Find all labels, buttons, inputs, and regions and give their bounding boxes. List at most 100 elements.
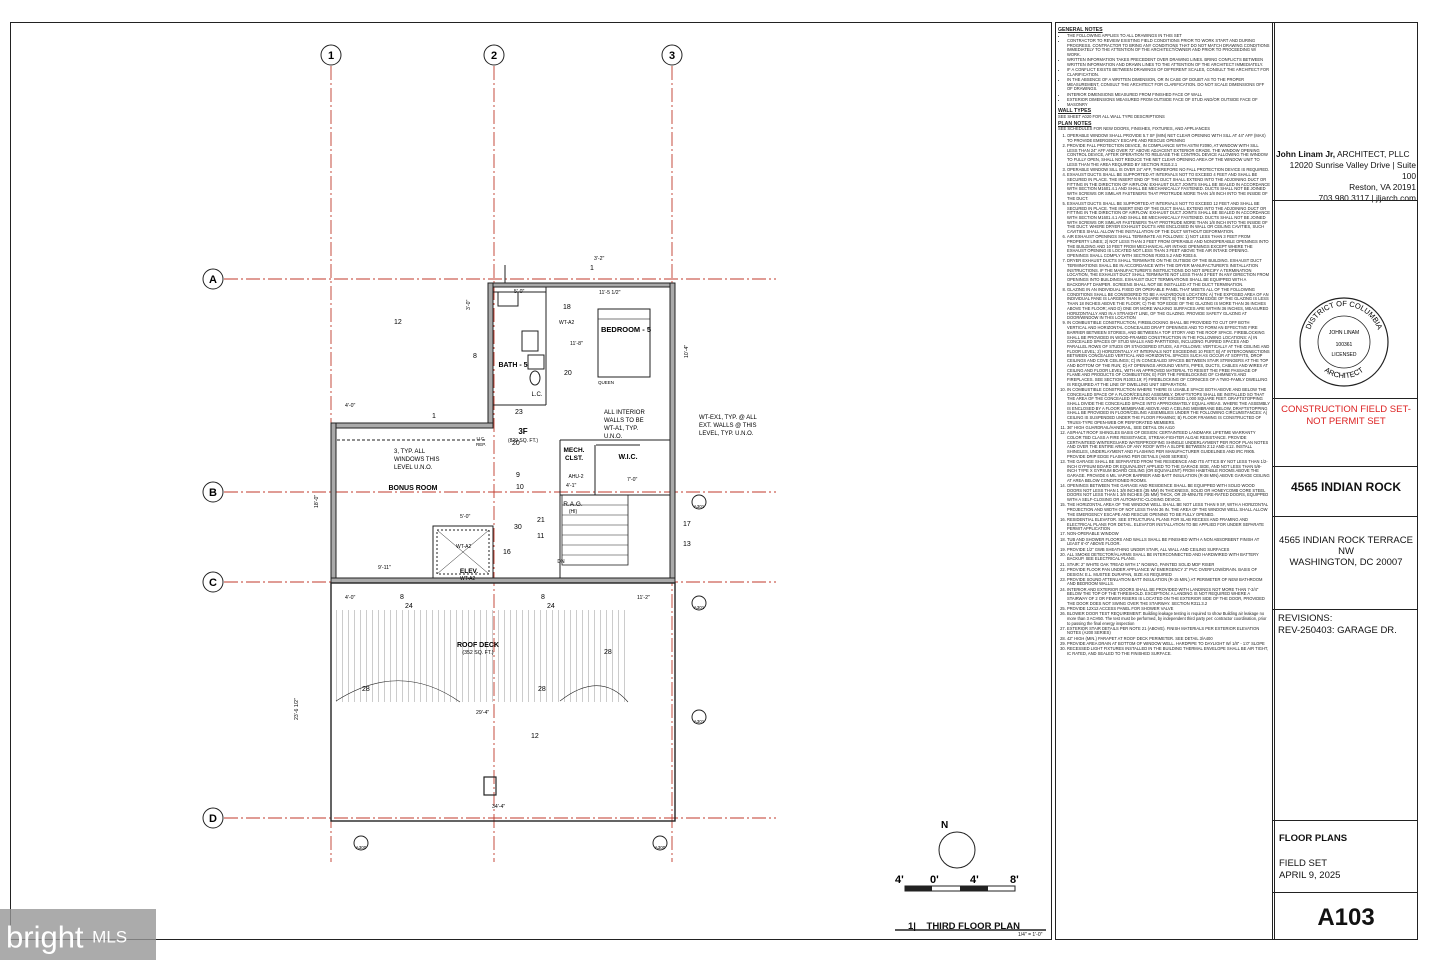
clst-label: CLST. — [565, 455, 583, 462]
interior-note-2: WALLS TO BE — [604, 418, 644, 424]
grid-bubble-col-1: 1 — [320, 44, 342, 66]
svg-text:A301: A301 — [694, 719, 705, 724]
general-note: IN THE ABSENCE OF A WRITTEN DIMENSION, O… — [1067, 77, 1270, 92]
revisions: REVISIONS: REV-250403: GARAGE DR. — [1278, 613, 1418, 637]
north-arrow-icon: N — [938, 820, 976, 869]
architect-block: John Linam Jr, ARCHITECT, PLLC 12020 Sun… — [1276, 149, 1416, 204]
tag-10: 10 — [516, 484, 524, 491]
project-address: 4565 INDIAN ROCK TERRACE NW WASHINGTON, … — [1279, 535, 1413, 568]
svg-text:2: 2 — [491, 50, 497, 62]
tag-8-c: 8 — [541, 594, 545, 601]
svg-text:A300: A300 — [655, 845, 666, 850]
dim-bed-h: 11'-8" — [570, 341, 583, 347]
plan-note: EXTERIOR STAIR DETAILS PER NOTE 21 (ABOV… — [1067, 626, 1270, 636]
set-info: FIELD SET APRIL 9, 2025 — [1279, 858, 1341, 881]
section-ref-4: A300 — [353, 835, 369, 851]
architect-name: John Linam Jr, — [1276, 149, 1336, 159]
plan-frame — [10, 22, 1052, 940]
plan-note: PROVIDE 1/2" GWB SHEATHING UNDER STAIR, … — [1067, 547, 1270, 553]
wall-type-tag-3: WT-A2 — [460, 576, 475, 582]
plan-title: 1| THIRD FLOOR PLAN — [908, 921, 1020, 932]
interior-note-4: U.N.O. — [604, 434, 623, 440]
plan-note: ALL SMOKE DETECTOR/ALARMS SHALL BE INTER… — [1067, 552, 1270, 562]
grid-bubble-col-2: 2 — [483, 44, 505, 66]
tag-21: 21 — [537, 517, 545, 524]
keynote-tags: 1 12 18 20 23 8 9 10 30 21 11 16 24 24 2… — [362, 265, 691, 740]
architect-suffix: ARCHITECT, PLLC — [1335, 149, 1410, 159]
dim-c-right: 11'-2" — [637, 595, 650, 601]
wall-type-tag-1: WT-A2 — [559, 320, 574, 326]
dim-top-b: 11'-5 1/2" — [599, 290, 621, 296]
plan-note: IN COMBUSTIBLE CONSTRUCTION, FIREBLOCKIN… — [1067, 321, 1270, 387]
roof-deck-label: ROOF DECK — [457, 642, 499, 649]
grid-bubble-row-c: C — [202, 571, 224, 593]
plan-scale: 1/4" = 1'-0" — [1018, 932, 1043, 938]
tag-28-a: 28 — [604, 649, 612, 656]
dim-mid-b: 9'-11" — [378, 565, 391, 571]
stair-down-label: DN — [557, 559, 565, 565]
roof-deck-area: (352 SQ. FT.) — [462, 650, 493, 656]
plan-note: TUB AND SHOWER FLOORS AND WALLS SHALL BE… — [1067, 537, 1270, 547]
rep-label: REP. — [476, 442, 486, 447]
sheet-title: FLOOR PLANS — [1279, 833, 1348, 844]
section-ref-1: A301 — [691, 494, 707, 510]
general-note: IF A CONFLICT EXISTS BETWEEN DRAWINGS OF… — [1067, 67, 1270, 77]
tag-24-a: 24 — [405, 603, 413, 610]
plan-note: PROVIDE AREA DRAIN AT BOTTOM OF WINDOW W… — [1067, 641, 1270, 647]
level-label: 3F — [518, 427, 527, 436]
tag-30: 30 — [514, 524, 522, 531]
tag-13: 13 — [683, 541, 691, 548]
plan-note: EXHAUST DUCTS SHALL BE SUPPORTED AT INTE… — [1067, 172, 1270, 201]
general-note: EXTERIOR DIMENSIONS MEASURED FROM OUTSID… — [1067, 97, 1270, 107]
dim-bath-w: 5'-0" — [514, 289, 524, 295]
dim-wic: 7'-0" — [627, 477, 637, 483]
sheet-number: A103 — [1317, 904, 1375, 931]
plan-notes-list: OPERABLE WINDOW SHALL PROVIDE 5.7 SF (MI… — [1058, 133, 1270, 656]
interior-note-1: ALL INTERIOR — [604, 410, 645, 416]
tag-20: 20 — [564, 370, 572, 377]
plan-note: PROVIDE FLOOR PAN UNDER APPLIANCE W/ EME… — [1067, 567, 1270, 577]
svg-text:C: C — [209, 577, 217, 589]
grid-lines — [224, 66, 776, 862]
tag-16: 16 — [503, 549, 511, 556]
svg-text:B: B — [209, 487, 217, 499]
dim-top-a: 3'-2" — [594, 256, 604, 262]
windows-note-2: WINDOWS THIS — [394, 457, 440, 463]
bath-label: BATH - 5 — [498, 362, 527, 369]
windows-note-1: 3, TYP. ALL — [394, 449, 426, 455]
tag-8-b: 8 — [400, 594, 404, 601]
general-notes-list: THE FOLLOWING APPLIES TO ALL DRAWINGS IN… — [1058, 33, 1270, 108]
svg-text:A: A — [209, 274, 217, 286]
bonus-room-label: BONUS ROOM — [389, 485, 438, 492]
general-note: THE FOLLOWING APPLIES TO ALL DRAWINGS IN… — [1067, 33, 1270, 39]
plan-note: OPENINGS BETWEEN THE GARAGE AND RESIDENC… — [1067, 483, 1270, 503]
dim-bottom: 34'-4" — [492, 804, 505, 810]
svg-text:3: 3 — [669, 50, 675, 62]
section-ref-5: A300 — [652, 835, 668, 851]
plan-note: RECESSED LIGHT FIXTURES INSTALLED IN THE… — [1067, 646, 1270, 656]
svg-text:100361: 100361 — [1336, 342, 1353, 348]
plan-number: 1| — [908, 921, 916, 932]
wall-type-tag-2: WT-A2 — [456, 544, 471, 550]
dim-mid-a: 5'-0" — [460, 514, 470, 520]
bedroom-label: BEDROOM - 5 — [601, 325, 651, 334]
tag-11: 11 — [537, 533, 544, 540]
mech-label: MECH. — [564, 447, 585, 454]
plan-note: 36" HIGH GUARDRAIL/HANDRAIL, SEE DETAIL … — [1067, 425, 1270, 431]
tag-28-b: 28 — [362, 686, 370, 693]
plan-note: THE GARAGE SHALL BE SEPARATED FROM THE R… — [1067, 459, 1270, 484]
plan-note: DRYER EXHAUST DUCTS SHALL TERMINATE ON T… — [1067, 258, 1270, 287]
tag-23: 23 — [515, 409, 523, 416]
plan-notes-intro: SEE SCHEDULES FOR NEW DOORS, FINISHES, F… — [1058, 126, 1210, 132]
plan-note: BLOWER DOOR TEST REQUIREMENT: Building l… — [1067, 611, 1270, 626]
tag-9: 9 — [516, 472, 520, 479]
plan-note: GLAZING IN AN INDIVIDUAL FIXED OR OPERAB… — [1067, 287, 1270, 321]
interior-note-3: WT-A1, TYP. — [604, 426, 638, 432]
svg-text:A300: A300 — [356, 845, 367, 850]
plan-note: PROVIDE SOUND ATTENUATION BATT INSULATIO… — [1067, 577, 1270, 587]
plan-note: EXHAUST DUCTS SHALL BE SUPPORTED AT INTE… — [1067, 201, 1270, 235]
svg-text:DISTRICT OF COLUMBIA: DISTRICT OF COLUMBIA — [1304, 299, 1385, 331]
revisions-label: REVISIONS: — [1278, 613, 1333, 624]
tag-12: 12 — [394, 319, 402, 326]
svg-text:4': 4' — [895, 874, 904, 886]
